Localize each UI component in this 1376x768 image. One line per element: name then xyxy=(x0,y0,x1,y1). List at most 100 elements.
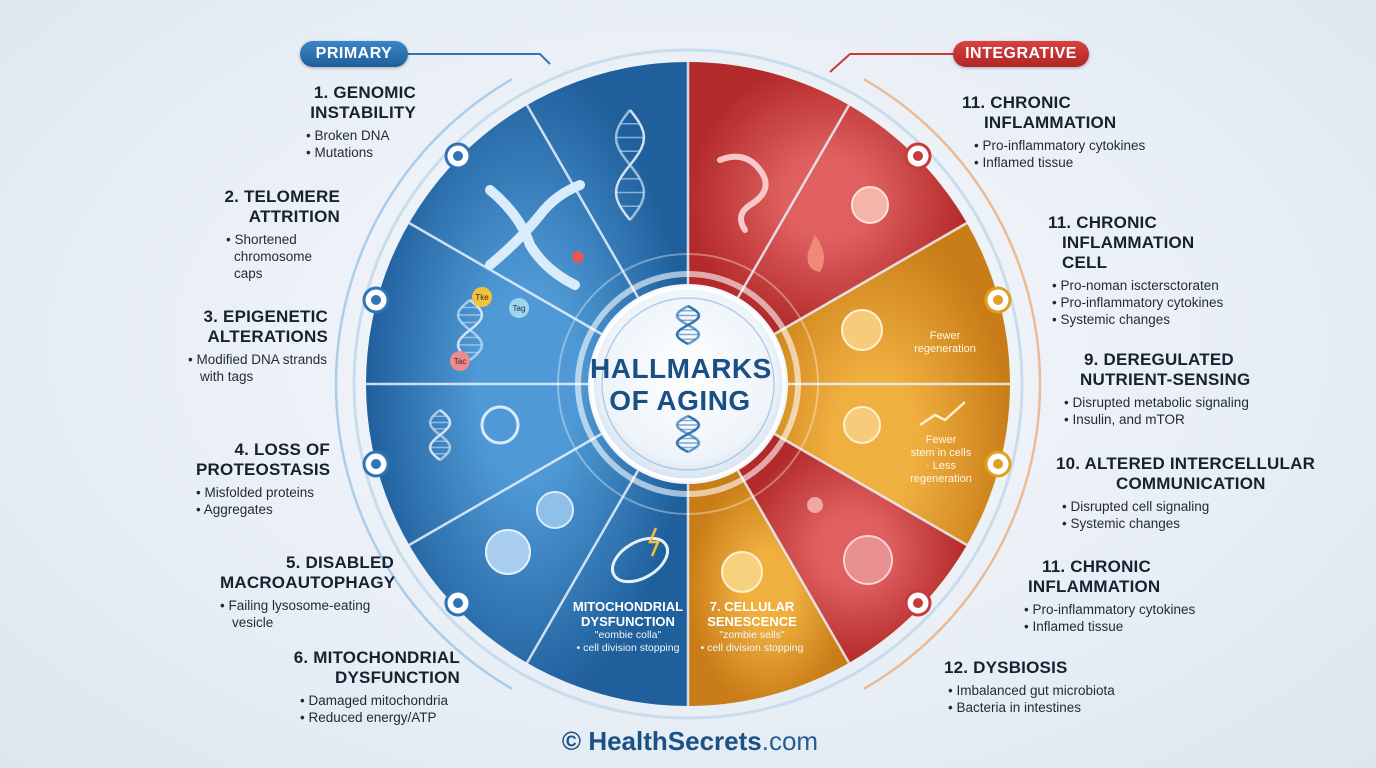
primary-bracket xyxy=(334,78,513,690)
hallmark-bullet: chromosome caps xyxy=(234,249,313,281)
node-dot xyxy=(453,151,463,161)
hallmark-bullet: • Failing lysosome-eating xyxy=(220,598,371,613)
note-line: regeneration xyxy=(914,343,976,355)
hallmark-loss-of-proteostasis: 4. LOSS OF PROTEOSTASIS • Misfolded prot… xyxy=(196,440,330,518)
segment-note-regeneration: Fewer regeneration xyxy=(900,330,990,356)
hallmark-telomere-attrition: 2. TELOMERE ATTRITION • Shortened chromo… xyxy=(220,187,340,282)
zombie-cell-icon xyxy=(721,551,763,593)
hallmark-title: 5. DISABLED xyxy=(286,553,394,572)
hallmark-title: 11. CHRONIC xyxy=(1048,213,1157,232)
center-disc xyxy=(590,286,786,482)
hallmark-title: 11. CHRONIC xyxy=(962,93,1071,112)
hallmark-bullet: • Systemic changes xyxy=(1062,516,1181,531)
hallmark-bullet: • Misfolded proteins xyxy=(196,485,315,500)
hallmark-title: 12. DYSBIOSIS xyxy=(944,658,1068,677)
vesicle-icon xyxy=(485,529,531,575)
proteostasis-dna-icon xyxy=(428,409,452,461)
lightning-icon xyxy=(648,527,660,557)
hallmark-chronic-inflammation-2: 11. CHRONIC INFLAMMATION • Pro-inflammat… xyxy=(1020,557,1220,635)
primary-category-label: PRIMARY xyxy=(300,41,408,67)
note-line: · Less xyxy=(926,460,956,472)
sector-divider xyxy=(408,221,603,336)
hallmark-title: INFLAMMATION xyxy=(1028,577,1161,596)
hallmark-deregulated-nutrient-sensing: 9. DEREGULATED NUTRIENT-SENSING • Disrup… xyxy=(1060,350,1300,428)
hallmark-title: NUTRIENT-SENSING xyxy=(1080,370,1251,389)
node-dot xyxy=(993,295,1003,305)
tag-label: Tke xyxy=(475,293,489,302)
footer-credit: © HealthSecrets.com xyxy=(540,726,840,756)
dna-damage-icon xyxy=(614,109,646,221)
hallmark-title: INSTABILITY xyxy=(310,103,416,122)
node-dot xyxy=(453,598,463,608)
segment-title: 7. CELLULAR xyxy=(709,599,795,614)
hallmark-bullet: • Mutations xyxy=(306,145,374,160)
hallmark-bullet: • Pro-inflammatory cytokines xyxy=(974,138,1146,153)
node-dot xyxy=(371,295,381,305)
hallmark-bullet: • Systemic changes xyxy=(1052,312,1171,327)
copyright-icon: © xyxy=(561,726,582,756)
hallmark-bullet: • Disrupted metabolic signaling xyxy=(1064,395,1249,410)
inflamed-cell-icon xyxy=(851,186,889,224)
telomere-cap-icon xyxy=(572,251,584,263)
integrative-top xyxy=(688,62,967,334)
hallmark-chronic-inflammation-cell: 11. CHRONIC INFLAMMATION CELL • Pro-noma… xyxy=(1048,213,1248,328)
flame-icon xyxy=(807,235,824,272)
segment-label-mitochondrial: MITOCHONDRIAL DYSFUNCTION "eombie colla"… xyxy=(566,599,690,655)
center-title-line2: OF AGING xyxy=(609,385,751,416)
footer-brand: HealthSecrets xyxy=(588,726,762,756)
center-title: HALLMARKS OF AGING xyxy=(590,353,771,417)
segment-desc: "zombie sells" xyxy=(719,629,785,641)
hallmark-title: COMMUNICATION xyxy=(1116,474,1266,493)
hallmark-title: 3. EPIGENETIC xyxy=(203,307,328,326)
outer-ring xyxy=(352,48,1024,720)
hallmark-title: PROTEOSTASIS xyxy=(196,460,331,479)
hallmark-bullet: • Shortened xyxy=(226,232,297,247)
segment-label-senescence: 7. CELLULAR SENESCENCE "zombie sells" • … xyxy=(690,599,814,655)
hallmark-bullet: • Inflamed tissue xyxy=(974,155,1074,170)
epigenetic-dna-icon xyxy=(456,299,484,361)
hallmark-title: 6. MITOCHONDRIAL xyxy=(293,648,460,667)
hallmark-bullet: • Pro-noman isctersctoraten xyxy=(1052,278,1219,293)
hallmark-title: 11. CHRONIC xyxy=(1042,557,1151,576)
segment-note-stem-cells: Fewer stem in cells · Less regeneration xyxy=(896,434,986,486)
chromosome-arm-icon xyxy=(485,180,585,270)
sector-divider xyxy=(773,221,968,336)
hallmark-bullet: • Modified DNA strands xyxy=(188,352,328,367)
hallmark-title: 2. TELOMERE xyxy=(224,187,340,206)
hallmark-title: 4. LOSS OF xyxy=(234,440,330,459)
hallmark-title: DYSFUNCTION xyxy=(335,668,460,687)
hallmark-title: INFLAMMATION xyxy=(1062,233,1195,252)
node-dot xyxy=(371,459,381,469)
hallmark-bullet: • Pro-inflammatory cytokines xyxy=(1052,295,1224,310)
signaling-node-icon xyxy=(807,497,823,513)
center-inner-circle xyxy=(601,297,775,471)
chromosome-icon xyxy=(485,185,580,290)
hallmark-disabled-macroautophagy: 5. DISABLED MACROAUTOPHAGY • Failing lys… xyxy=(220,553,395,631)
node-dot xyxy=(993,459,1003,469)
sector-divider xyxy=(736,469,851,664)
hallmark-bullet: • Bacteria in intestines xyxy=(948,700,1082,715)
segment-desc: • cell division stopping xyxy=(700,642,804,654)
integrative-leader xyxy=(829,53,953,73)
tag-label: Tac xyxy=(454,357,466,366)
hallmark-bullet: vesicle xyxy=(232,615,274,630)
footer-domain: .com xyxy=(761,726,819,756)
hallmark-mitochondrial-dysfunction: 6. MITOCHONDRIAL DYSFUNCTION • Damaged m… xyxy=(292,648,460,726)
epigenetic-tag-icon: Tke xyxy=(472,287,492,307)
hallmark-bullet: • Reduced energy/ATP xyxy=(300,710,437,725)
hallmark-altered-intercellular-communication: 10. ALTERED INTERCELLULAR COMMUNICATION … xyxy=(1056,454,1316,532)
node-dot xyxy=(913,598,923,608)
hallmark-title: ALTERATIONS xyxy=(207,327,328,346)
hallmark-bullet: • Damaged mitochondria xyxy=(300,693,449,708)
sector-divider xyxy=(525,469,640,664)
protein-aggregate-icon xyxy=(480,405,520,445)
integrative-category-label: INTEGRATIVE xyxy=(953,41,1089,67)
segment-title: MITOCHONDRIAL xyxy=(572,599,684,614)
integrative-bracket xyxy=(863,78,1042,690)
trend-arrow-icon xyxy=(919,401,966,427)
hallmark-genomic-instability: 1. GENOMIC INSTABILITY • Broken DNA • Mu… xyxy=(300,83,416,161)
hallmark-bullet: • Disrupted cell signaling xyxy=(1062,499,1210,514)
hallmark-bullet: • Aggregates xyxy=(196,502,273,517)
inner-glow-ring xyxy=(575,271,801,497)
